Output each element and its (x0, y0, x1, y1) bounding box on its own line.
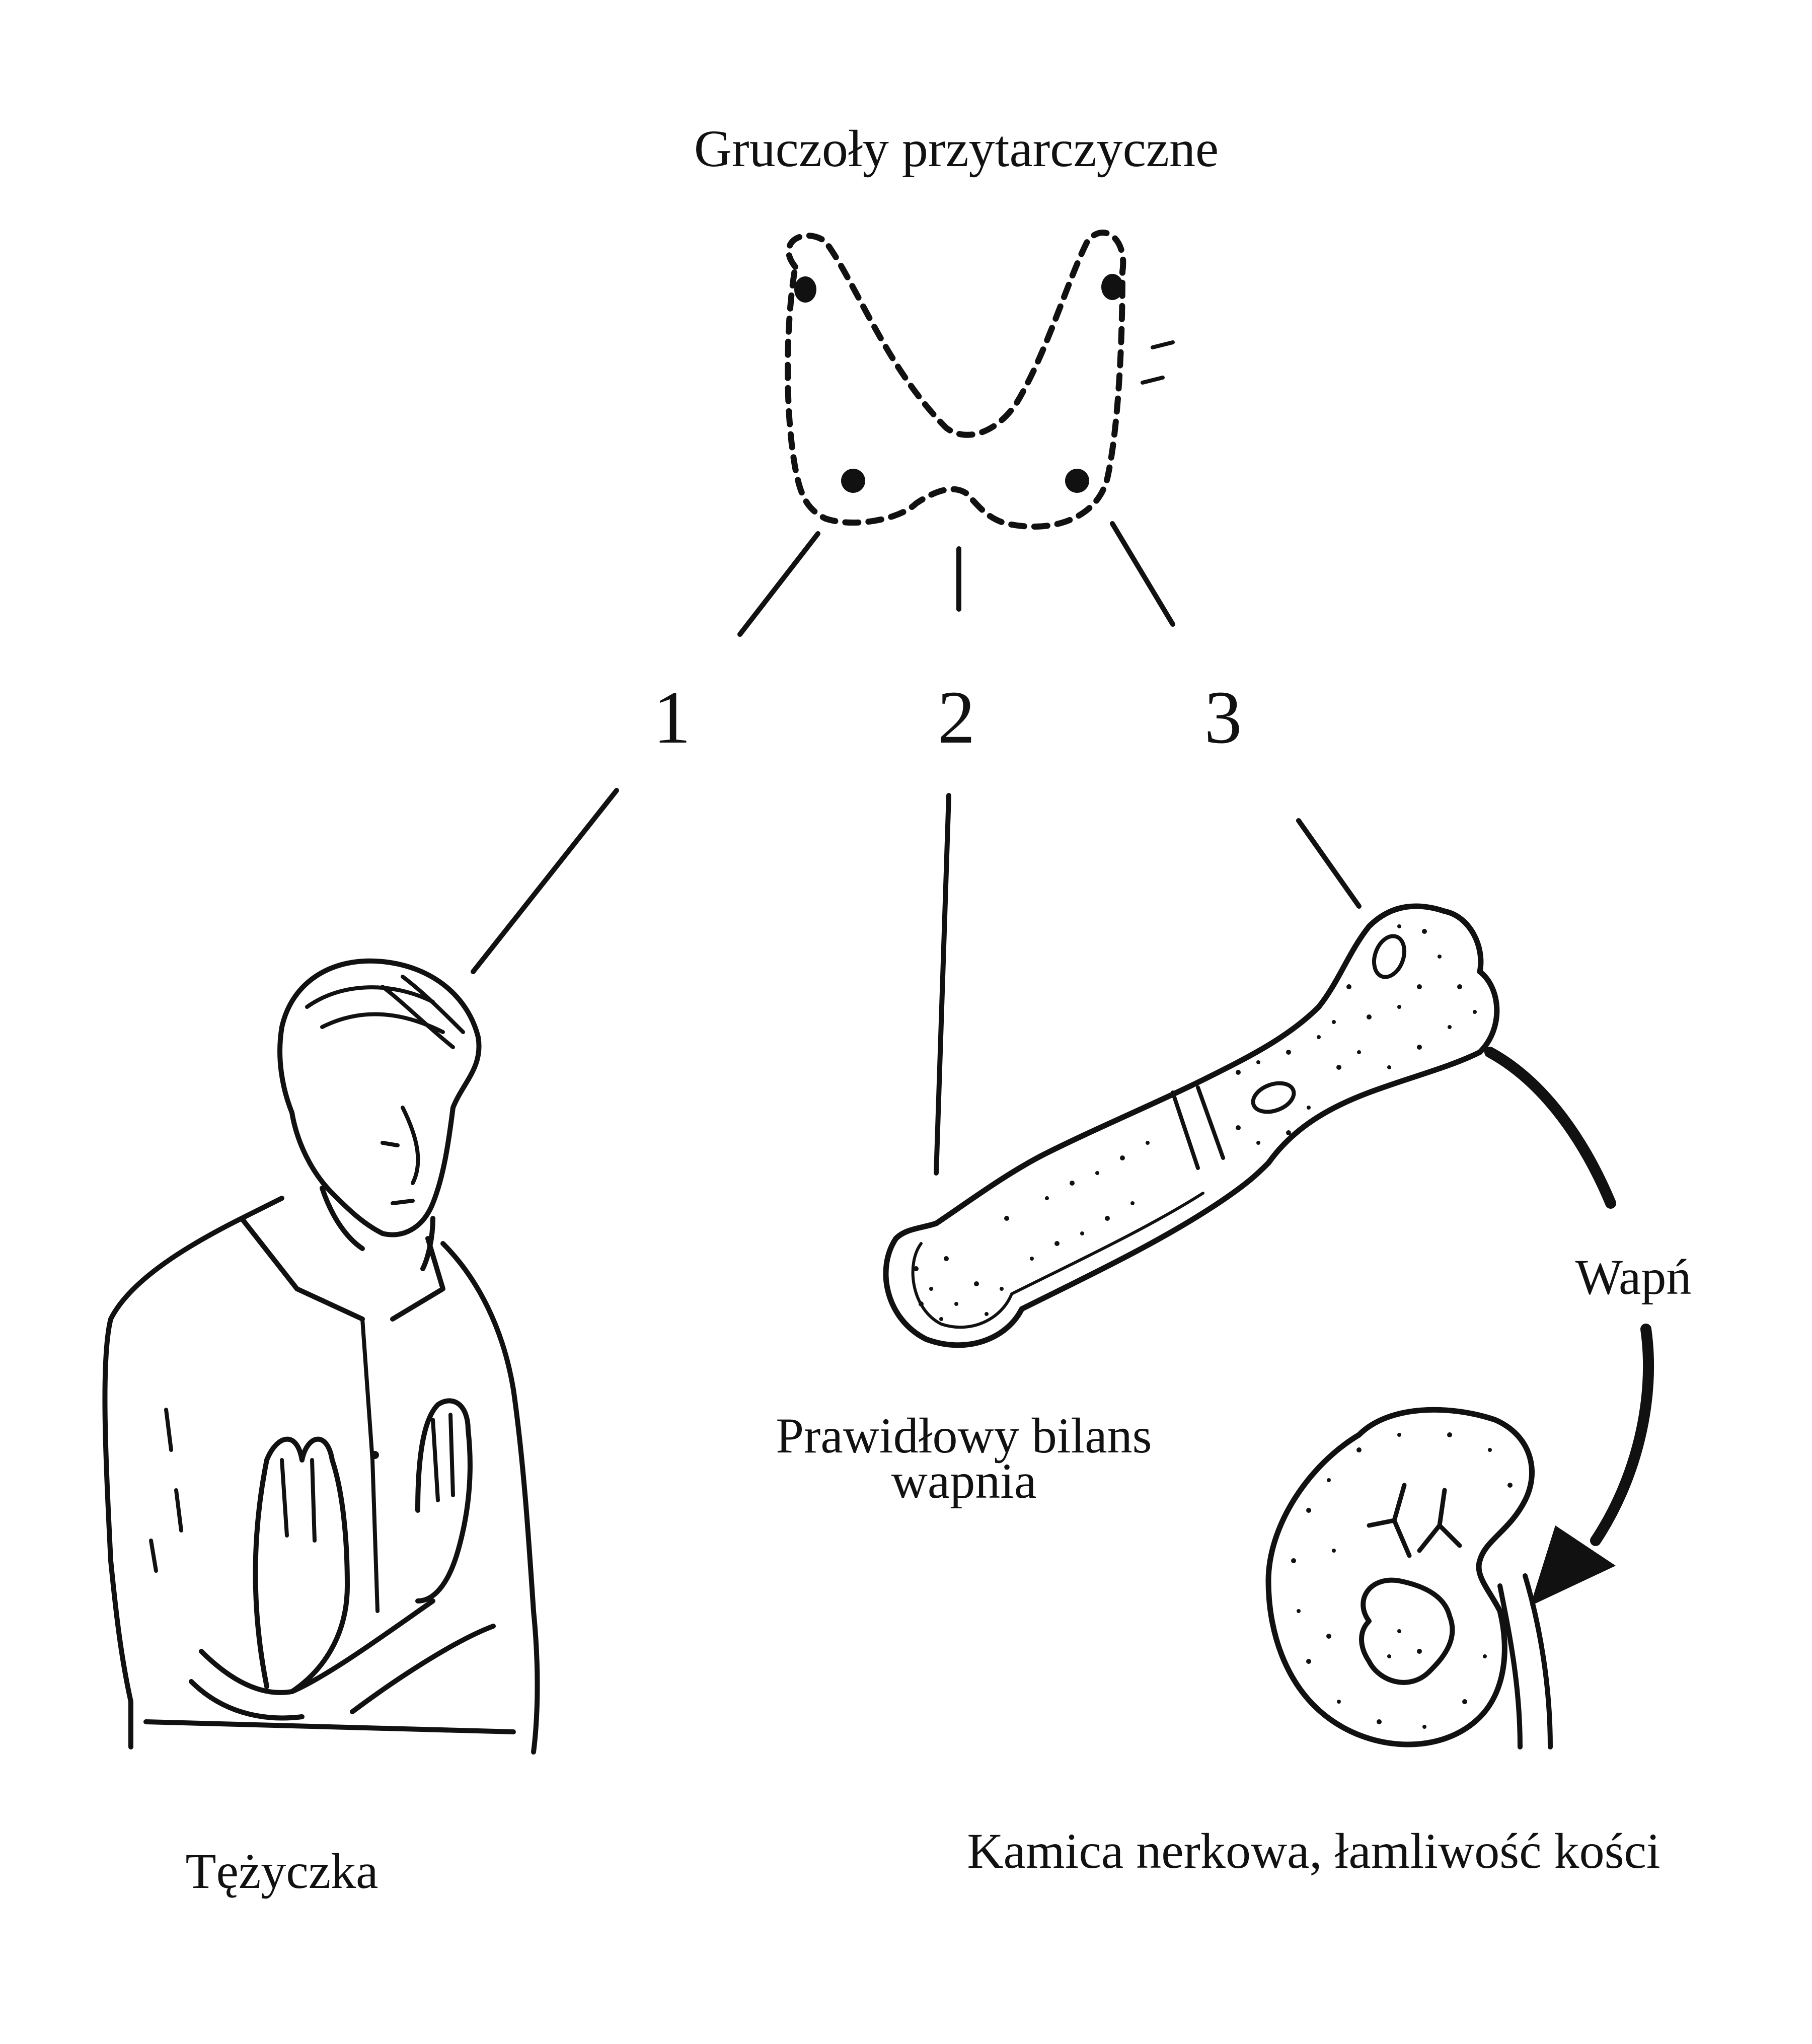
parathyroid-gland-upper-right (1101, 274, 1123, 300)
calcium-label: Wapń (1575, 1249, 1692, 1305)
parathyroid-gland-lower-left (841, 469, 865, 493)
parathyroid-glands (794, 274, 1123, 493)
upper-connector-lines (737, 521, 1175, 637)
caption-calcium-balance-line1: Prawidłowy bilans (776, 1408, 1152, 1464)
branch-number-1: 1 (653, 676, 691, 759)
parathyroid-gland-upper-left (794, 276, 816, 303)
calcium-arrow (1484, 1047, 1654, 1606)
kidney-illustration (1265, 1407, 1553, 1749)
thyroid-gland-outline (785, 230, 1175, 530)
lower-connector-lines (471, 788, 1362, 1176)
bone-illustration (883, 903, 1500, 1348)
parathyroid-gland-lower-right (1065, 469, 1089, 493)
caption-calcium-balance-line2: wapnia (891, 1453, 1037, 1509)
diagram-title: Gruczoły przytarczyczne (694, 120, 1219, 178)
branch-number-2: 2 (938, 676, 975, 759)
man-with-tetany-illustration (102, 958, 540, 1755)
caption-tetany: Tężyczka (185, 1843, 378, 1899)
branch-number-3: 3 (1204, 676, 1242, 759)
caption-kidney-stones: Kamica nerkowa, łamliwość kości (967, 1823, 1660, 1879)
